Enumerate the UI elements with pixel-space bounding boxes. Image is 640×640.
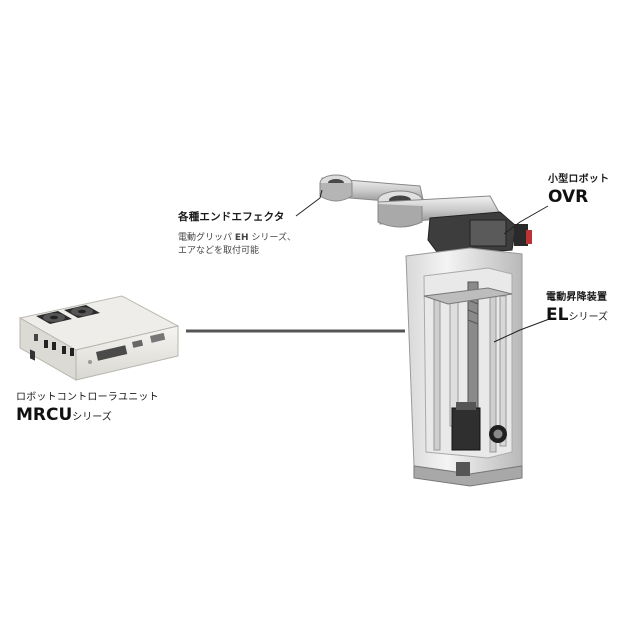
- end-effector-desc-line2: エアなどを取付可能: [178, 246, 260, 256]
- lift-label: 電動昇降装置 ELシリーズ: [546, 288, 638, 325]
- fan-icon: [36, 311, 72, 324]
- controller-name-row: MRCUシリーズ: [16, 405, 206, 425]
- robot-arm-illustration: [319, 174, 532, 257]
- lift-unit-illustration: [405, 247, 523, 487]
- end-effector-desc: 電動グリッパ EH シリーズ、: [178, 233, 296, 243]
- lift-name: EL: [546, 305, 569, 325]
- leader-line-robot: [503, 205, 549, 235]
- controller-series: シリーズ: [72, 412, 112, 423]
- robot-label: 小型ロボット OVR: [548, 170, 638, 207]
- lift-name-row: ELシリーズ: [546, 305, 638, 325]
- robot-name: OVR: [548, 187, 589, 207]
- robot-subtitle: 小型ロボット: [548, 174, 610, 185]
- end-effector-label: 各種エンドエフェクタ 電動グリッパ EH シリーズ、 エアなどを取付可能: [178, 209, 318, 258]
- controller-unit-illustration: [18, 295, 180, 381]
- lift-subtitle: 電動昇降装置: [546, 292, 608, 303]
- fan-icon: [64, 305, 100, 318]
- controller-subtitle: ロボットコントローラユニット: [16, 392, 159, 403]
- lift-series: シリーズ: [568, 312, 608, 323]
- leader-line-lift: [493, 317, 553, 343]
- controller-label: ロボットコントローラユニット MRCUシリーズ: [16, 388, 206, 425]
- controller-name: MRCU: [16, 405, 73, 425]
- leader-line-end-effector: [295, 189, 323, 217]
- end-effector-title: 各種エンドエフェクタ: [178, 211, 285, 223]
